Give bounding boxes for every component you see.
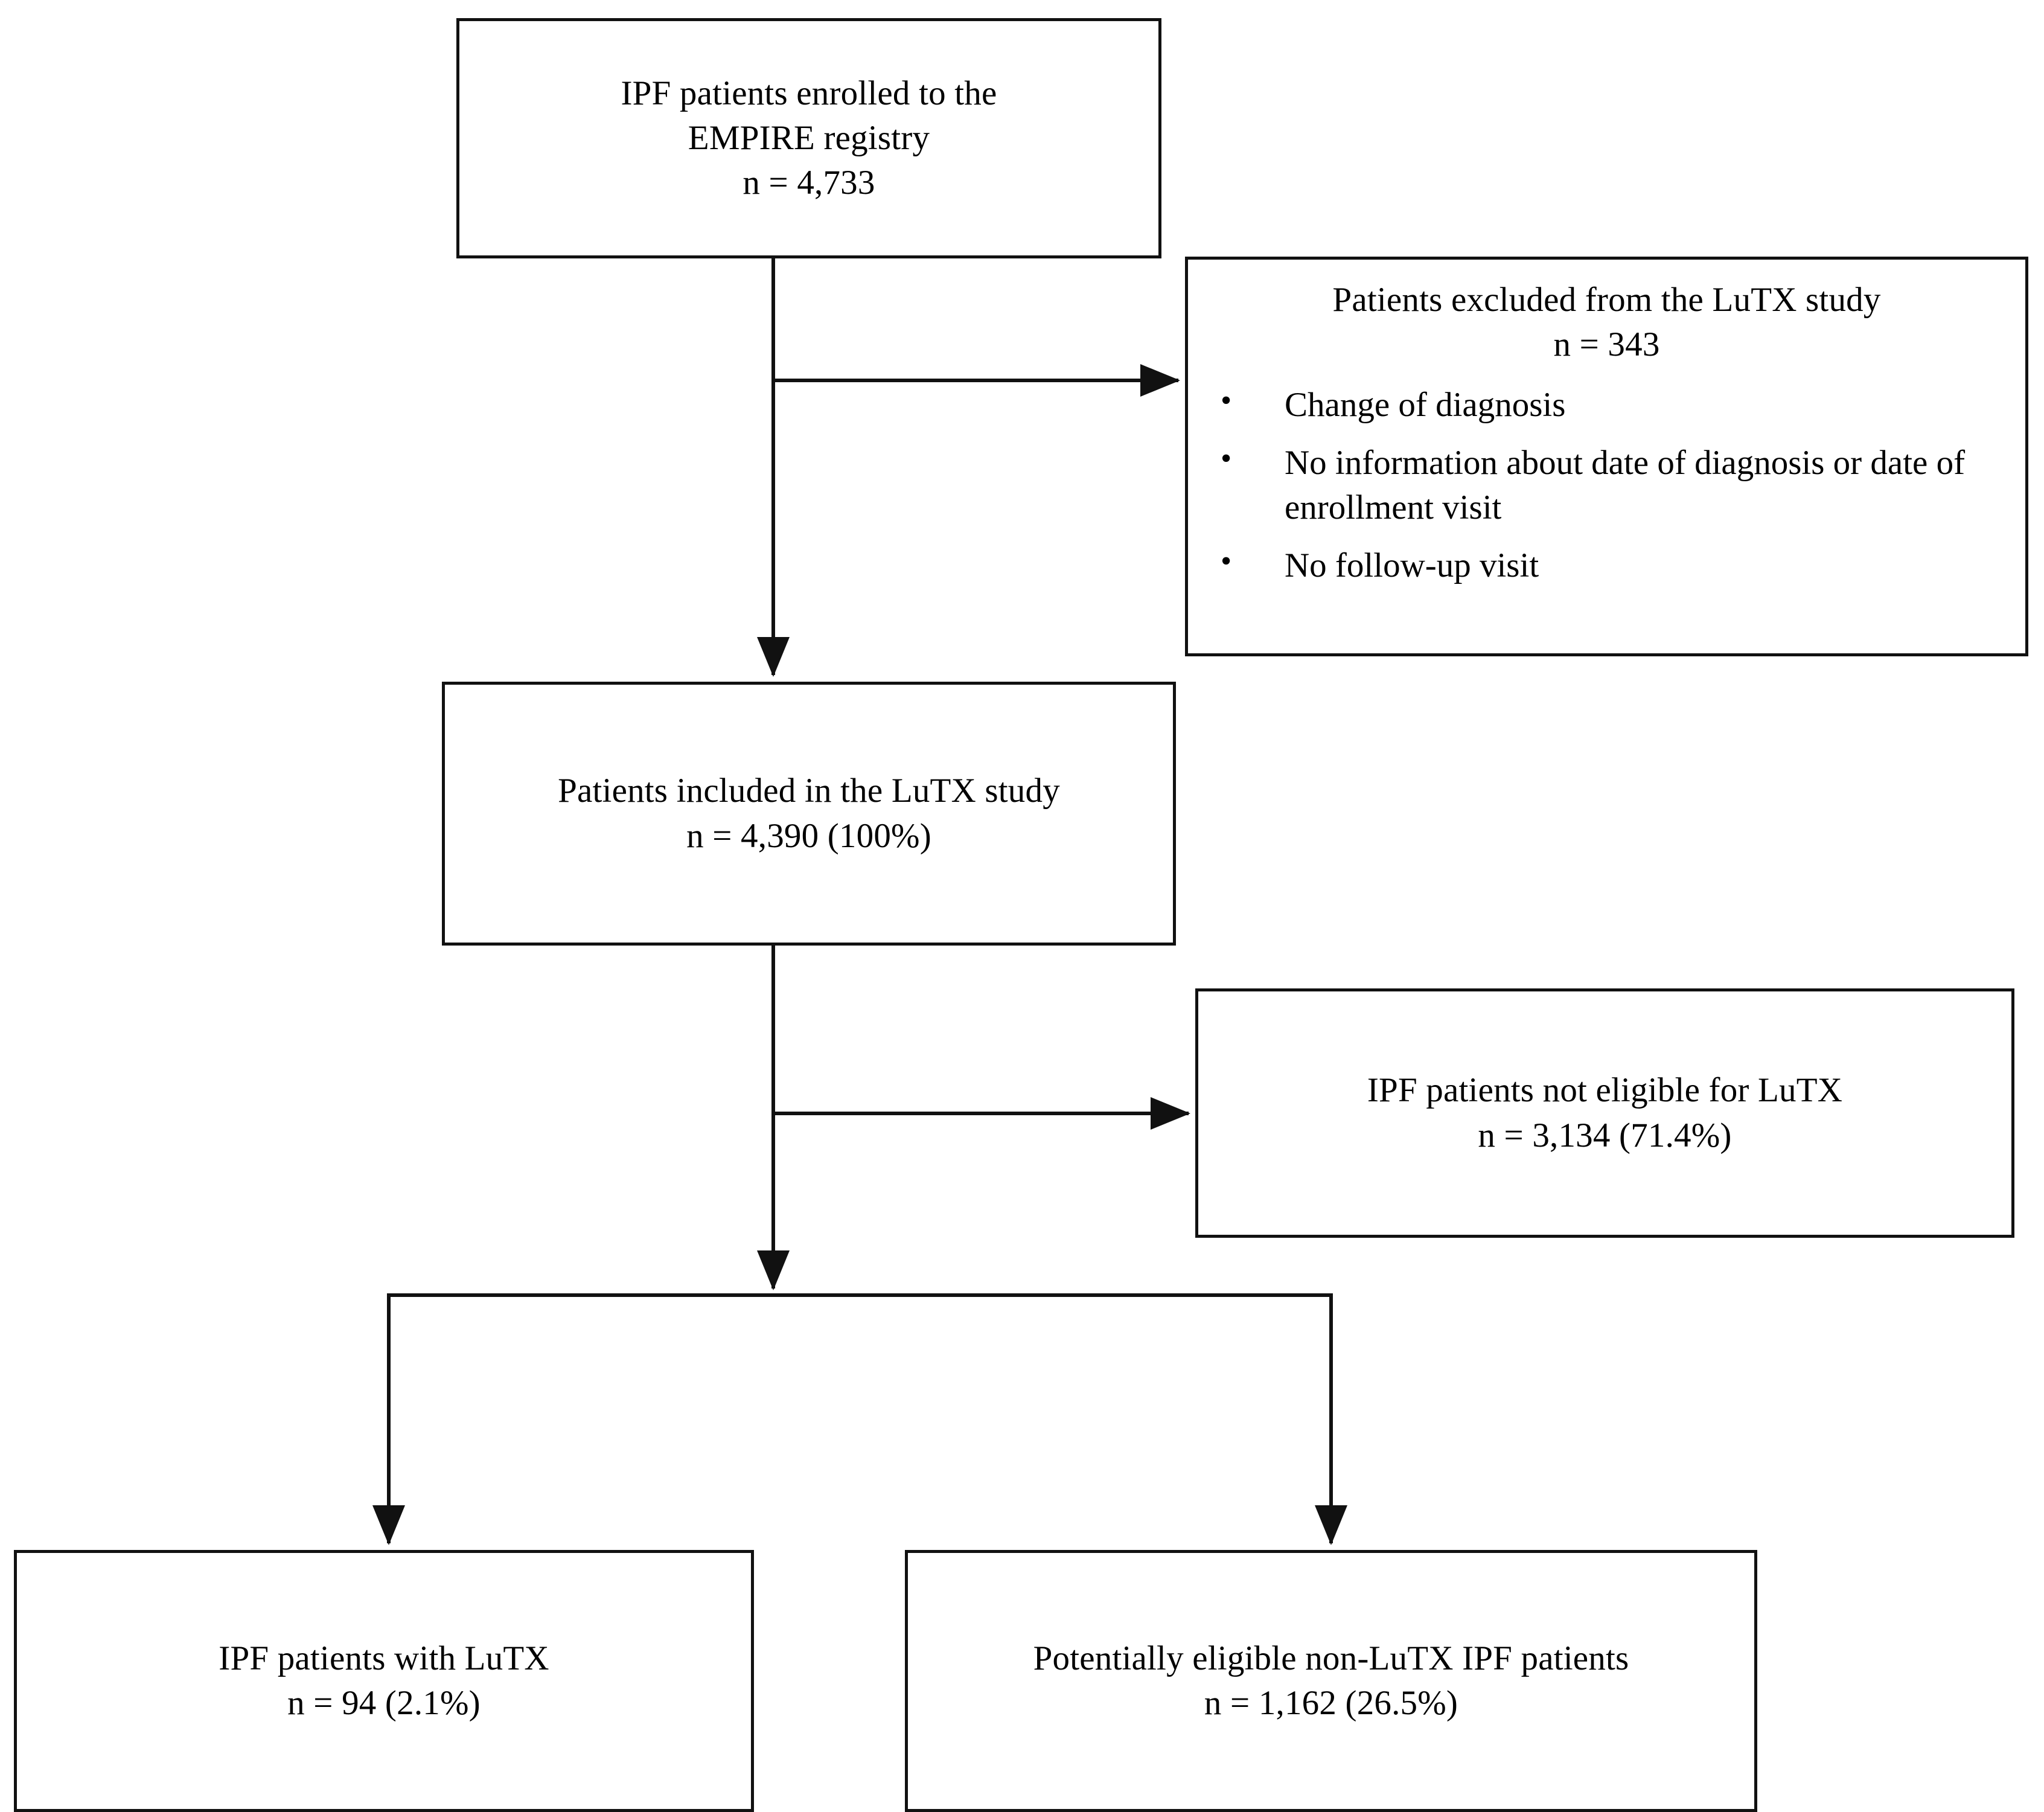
bullet-icon: • [1221,383,1232,418]
node-included-count: n = 4,390 (100%) [686,816,931,855]
node-potentially-eligible-count: n = 1,162 (26.5%) [1204,1684,1458,1722]
node-potentially-eligible-non-lutx: Potentially eligible non-LuTX IPF patien… [905,1550,1757,1812]
list-item-label: No follow-up visit [1285,546,1539,585]
list-item-label: No information about date of diagnosis o… [1285,444,1966,527]
bullet-icon: • [1221,544,1232,579]
node-enrolled-line-1: IPF patients enrolled to the [621,74,997,112]
node-included-line-1: Patients included in the LuTX study [558,772,1060,810]
node-excluded-reason-list: • Change of diagnosis • No information a… [1205,383,2008,601]
node-with-lutx-count: n = 94 (2.1%) [287,1684,481,1722]
list-item: • No follow-up visit [1205,543,2008,588]
node-ipf-patients-enrolled: IPF patients enrolled to the EMPIRE regi… [456,18,1161,258]
list-item: • Change of diagnosis [1205,383,2008,427]
list-item-label: Change of diagnosis [1285,386,1566,424]
bullet-icon: • [1221,441,1232,476]
node-enrolled-line-2: EMPIRE registry [688,118,930,157]
node-patients-excluded: Patients excluded from the LuTX study n … [1185,257,2028,656]
node-excluded-heading: Patients excluded from the LuTX study n … [1205,278,2008,367]
list-item: • No information about date of diagnosis… [1205,441,2008,530]
node-ipf-patients-not-eligible: IPF patients not eligible for LuTX n = 3… [1195,988,2014,1238]
node-enrolled-count: n = 4,733 [743,164,875,202]
node-not-eligible-line-1: IPF patients not eligible for LuTX [1367,1071,1843,1110]
node-excluded-count: n = 343 [1553,325,1660,364]
node-patients-included: Patients included in the LuTX study n = … [442,682,1176,946]
node-excluded-heading-line: Patients excluded from the LuTX study [1332,281,1881,319]
node-not-eligible-count: n = 3,134 (71.4%) [1478,1116,1732,1154]
node-with-lutx-line-1: IPF patients with LuTX [219,1639,549,1677]
node-ipf-patients-with-lutx: IPF patients with LuTX n = 94 (2.1%) [14,1550,754,1812]
node-potentially-eligible-line-1: Potentially eligible non-LuTX IPF patien… [1033,1639,1629,1677]
